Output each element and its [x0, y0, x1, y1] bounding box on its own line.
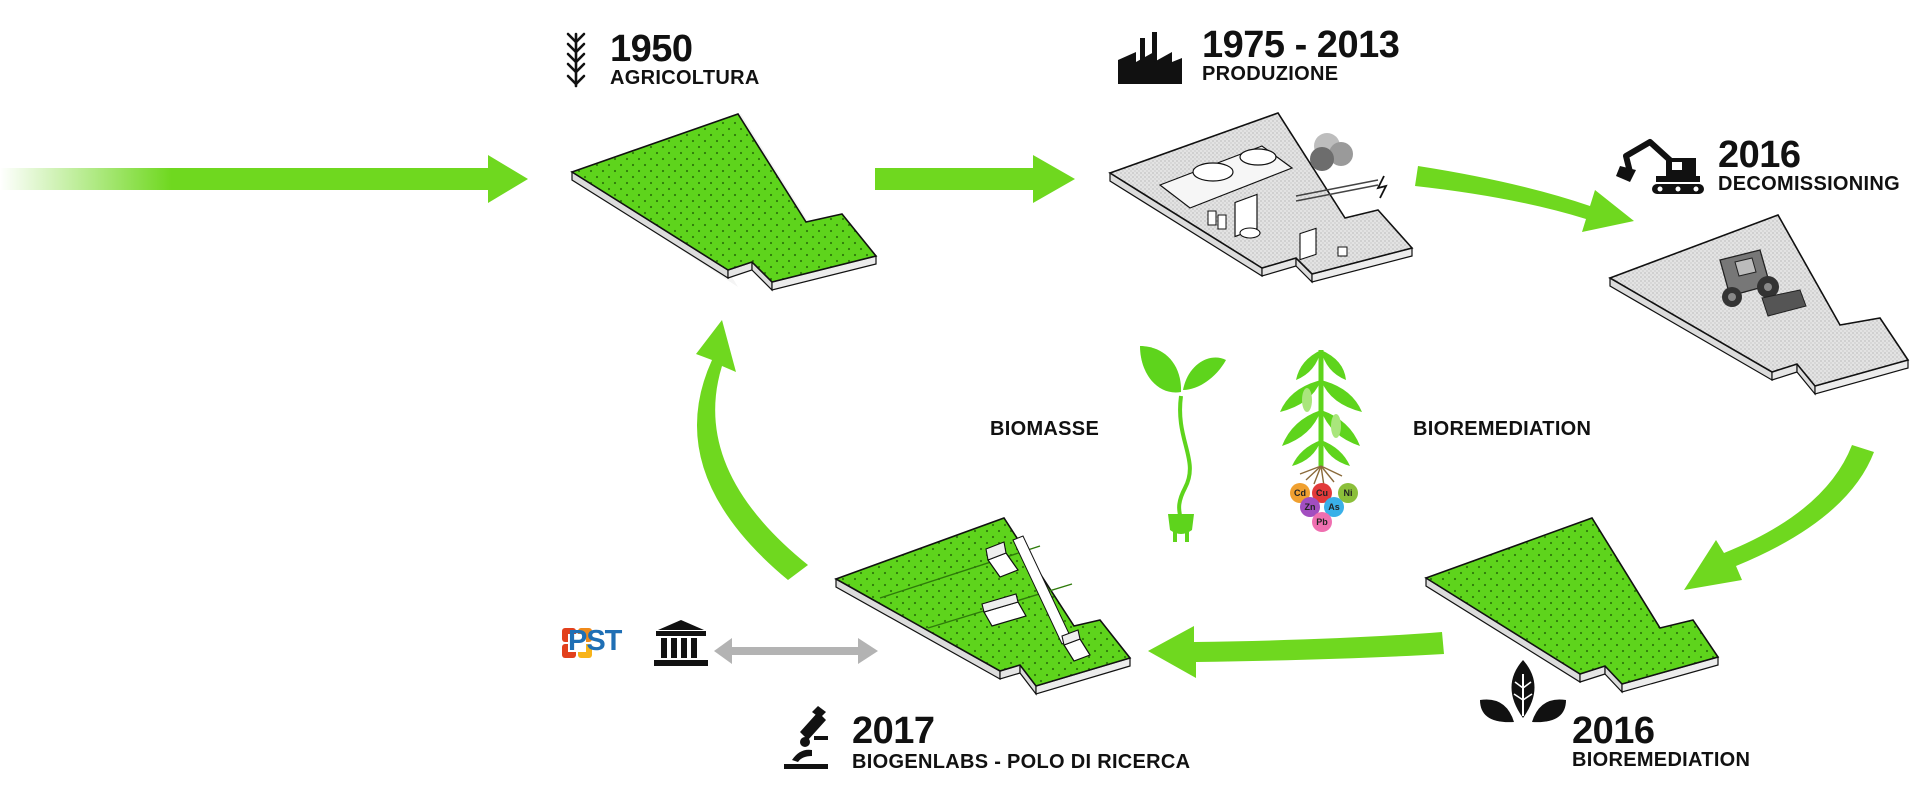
pst-logo: [562, 628, 592, 658]
leaves-icon: [1480, 660, 1566, 723]
corn-plant-icon: [1280, 350, 1362, 487]
metal-zn: Zn: [1305, 502, 1316, 512]
label-biogenlabs: BIOGENLABS - POLO DI RICERCA: [852, 751, 1191, 773]
arrow-1975-to-decommissioning: [1415, 166, 1634, 232]
plot-2016-bioremediation: [1424, 517, 1720, 694]
bank-icon: [654, 620, 708, 666]
label-center-bioremediation: BIOREMEDIATION: [1413, 418, 1592, 440]
arrow-into-1950: [0, 155, 528, 203]
plant-plug-icon: [1140, 346, 1226, 542]
arrow-1950-to-1975: [875, 155, 1075, 203]
year-2017: 2017: [852, 710, 935, 752]
microscope-icon: [784, 706, 828, 769]
metal-pb: Pb: [1316, 517, 1328, 527]
plot-2016-decommissioning: [1608, 214, 1910, 396]
label-bioremediation: BIOREMEDIATION: [1572, 749, 1751, 771]
arrow-biogenlabs-to-1950: [696, 320, 808, 580]
label-decomissioning: DECOMISSIONING: [1718, 173, 1900, 195]
arrow-decommissioning-to-bioremediation: [1684, 445, 1874, 590]
plot-1975-produzione: [1108, 112, 1414, 284]
label-agricoltura: AGRICOLTURA: [610, 67, 760, 89]
factory-icon: [1118, 32, 1182, 84]
plot-1950-agricoltura: [570, 113, 878, 292]
label-produzione: PRODUZIONE: [1202, 63, 1339, 85]
metal-cu: Cu: [1316, 488, 1328, 498]
year-1950: 1950: [610, 28, 693, 70]
year-1975-2013: 1975 - 2013: [1202, 24, 1400, 66]
metal-as: As: [1328, 502, 1340, 512]
excavator-icon: [1616, 139, 1704, 194]
arrow-bioremediation-to-biogenlabs: [1148, 626, 1444, 678]
pst-logo-text: PST: [568, 625, 622, 657]
metal-cd: Cd: [1294, 488, 1306, 498]
year-2016-decommissioning: 2016: [1718, 134, 1801, 176]
year-2016-bioremediation: 2016: [1572, 710, 1655, 752]
arrow-partners-link: [714, 638, 878, 664]
wheat-icon: [566, 32, 586, 88]
heavy-metals-icon: Cd Cu Ni Zn As Pb: [1290, 483, 1358, 532]
plot-2017-biogenlabs: [834, 517, 1132, 696]
label-biomasse: BIOMASSE: [990, 418, 1100, 440]
bulldozer-icon: [1719, 249, 1807, 317]
metal-ni: Ni: [1344, 488, 1353, 498]
